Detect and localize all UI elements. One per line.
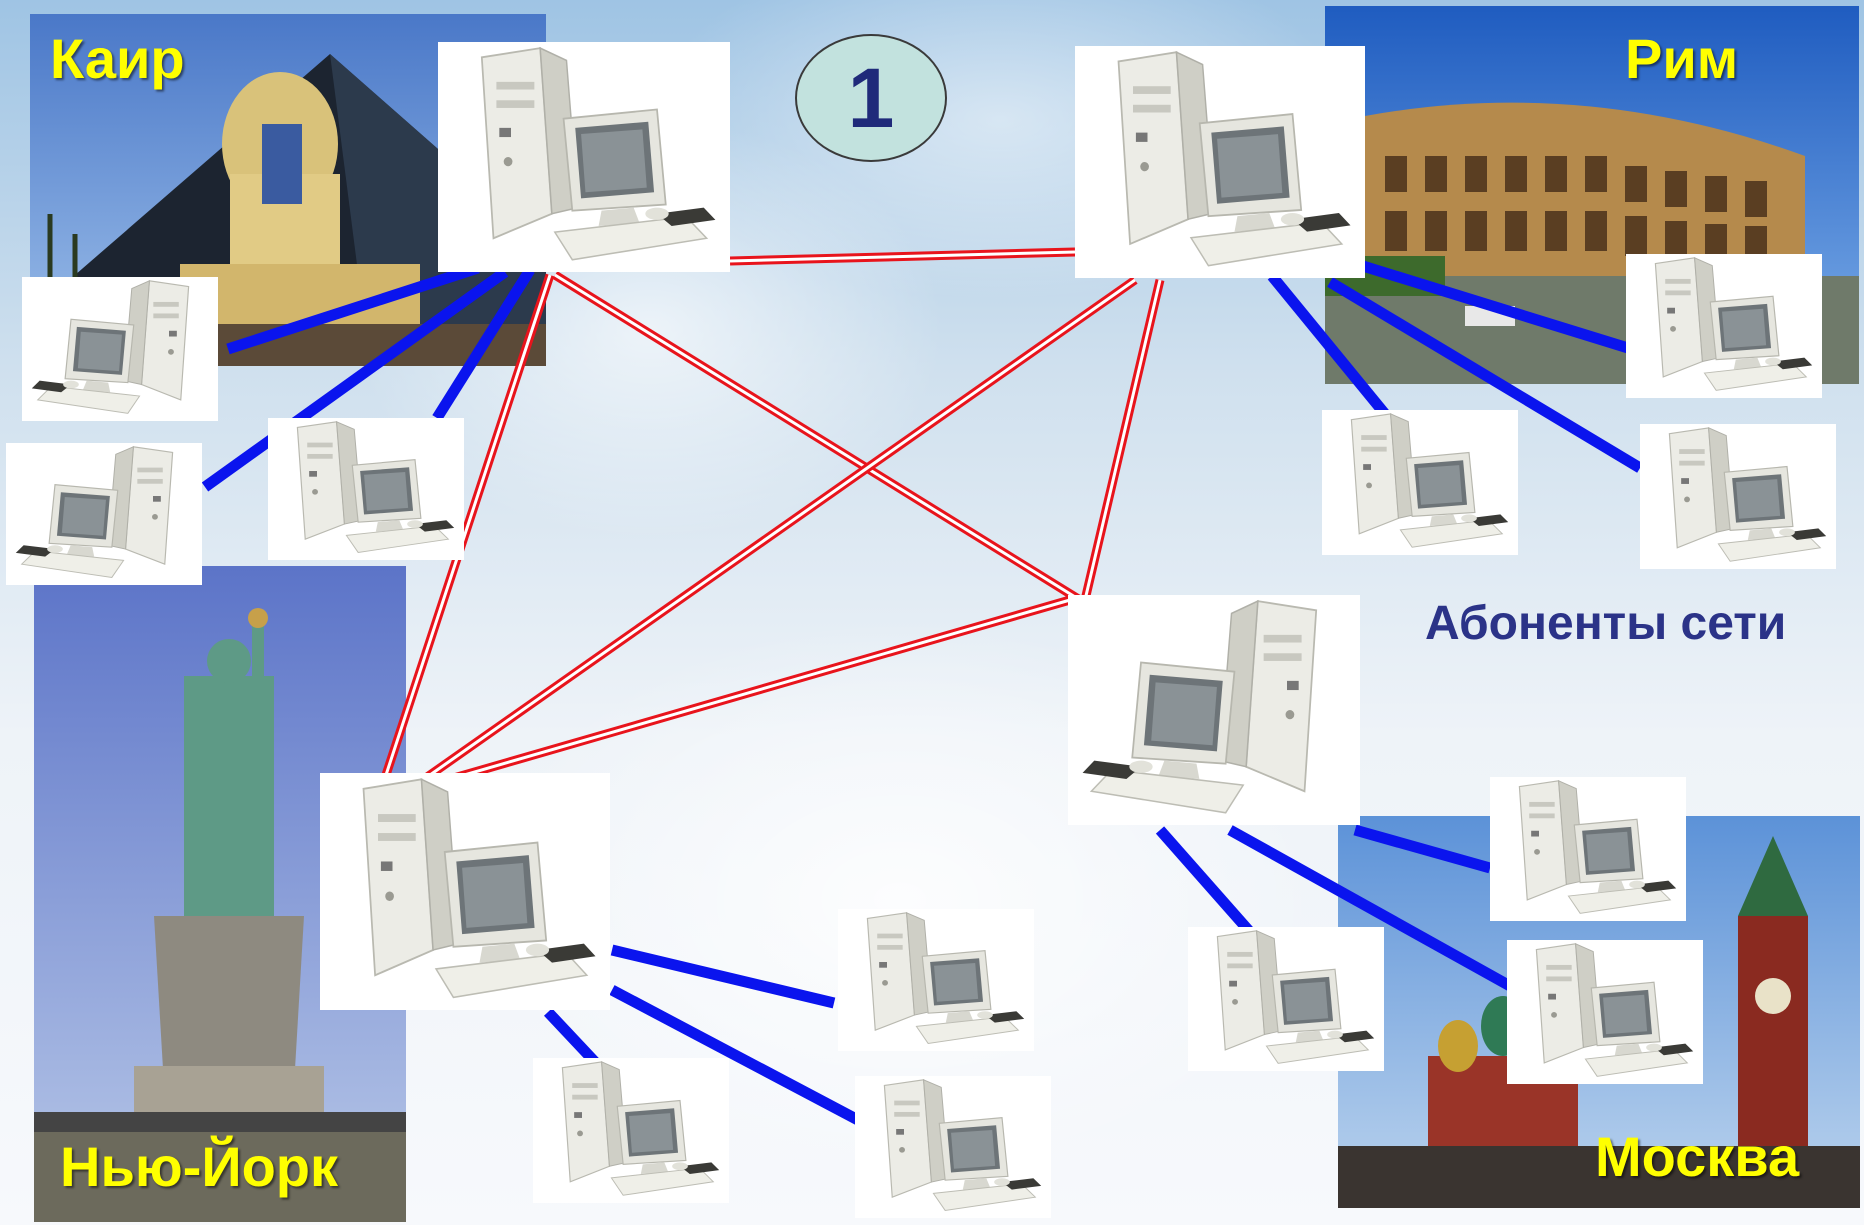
slide-number: 1 (847, 50, 895, 145)
backbone-link-gap (439, 598, 1071, 784)
city-label-moscow: Москва (1595, 1125, 1800, 1188)
client-computer (838, 909, 1034, 1051)
backbone-link-gap (729, 250, 1076, 263)
subscriber-link (201, 267, 509, 492)
city-label-rome: Рим (1625, 27, 1739, 90)
server-computer (1075, 46, 1365, 278)
client-computer (855, 1076, 1051, 1218)
subscriber-link (543, 1008, 600, 1066)
client-computer (1626, 254, 1822, 398)
subscriber-link (610, 944, 836, 1009)
backbone-link-gap (419, 278, 1136, 784)
backbone-links (380, 247, 1165, 787)
client-computer (1188, 927, 1384, 1071)
client-computer (22, 277, 218, 421)
computer-icon (480, 46, 716, 261)
subscriber-link (226, 262, 480, 355)
computer-icon (1668, 427, 1827, 562)
slide-number-badge: 1 (795, 34, 947, 162)
computer-icon (1518, 780, 1677, 914)
server-computer (1068, 595, 1360, 825)
computer-icon (1535, 943, 1694, 1077)
client-computer (268, 418, 464, 560)
computer-icon (883, 1079, 1042, 1211)
client-computer (1507, 940, 1703, 1084)
computer-icon (1216, 930, 1375, 1064)
computer-icon (1654, 257, 1813, 391)
subscriber-links (201, 256, 1643, 1125)
computer-icon (31, 280, 190, 414)
computer-icon (866, 912, 1025, 1044)
city-label-new-york: Нью-Йорк (60, 1135, 339, 1198)
client-computer (533, 1058, 729, 1203)
subscriber-link (609, 985, 861, 1125)
subscriber-link (1353, 824, 1492, 874)
city-label-cairo: Каир (50, 27, 185, 90)
computer-icon (561, 1061, 720, 1196)
backbone-link-gap (554, 273, 1081, 602)
subscriber-link (1327, 277, 1643, 473)
computer-icon (1082, 599, 1318, 814)
client-computer (6, 443, 202, 585)
computer-icon (362, 778, 596, 999)
backbone-link-gap (383, 274, 552, 779)
subscriber-link (432, 267, 535, 421)
client-computer (1490, 777, 1686, 921)
subscriber-link (1267, 272, 1390, 418)
client-computer (1322, 410, 1518, 555)
subscribers-caption: Абоненты сети (1425, 597, 1787, 650)
subscriber-link (1348, 256, 1630, 354)
computer-icon (296, 421, 455, 553)
client-computer (1640, 424, 1836, 569)
subscriber-link (1155, 826, 1255, 936)
server-computer (438, 42, 730, 272)
subscriber-link (1227, 825, 1513, 991)
computer-icon (15, 446, 174, 578)
server-computer (320, 773, 610, 1010)
computer-icon (1350, 413, 1509, 548)
backbone-link-gap (1083, 279, 1162, 601)
computer-icon (1117, 50, 1351, 267)
